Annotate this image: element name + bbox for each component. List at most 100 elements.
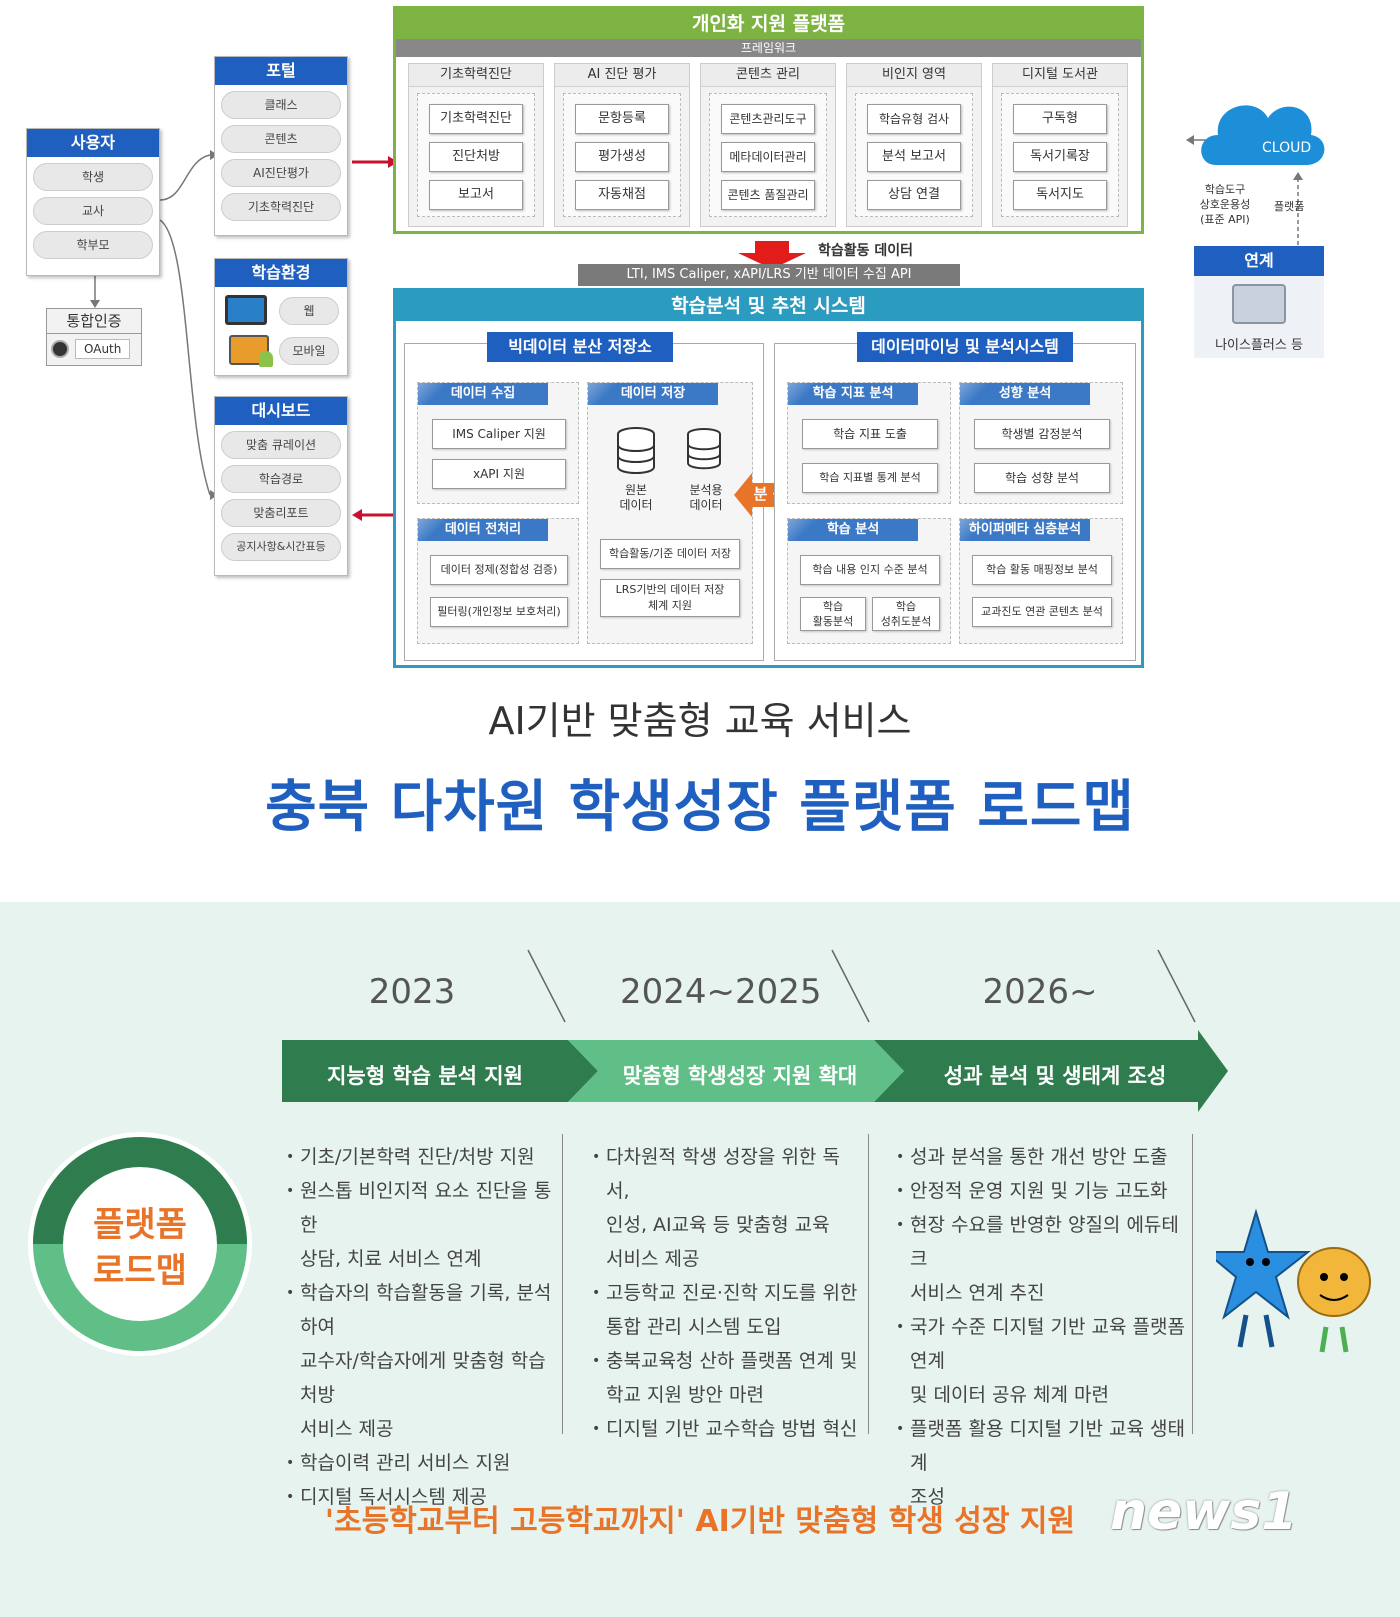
platform-item[interactable]: 문항등록 [575, 104, 669, 134]
roadmap-item-text: 다차원적 학생 성장을 위한 독서, 인성, AI교육 등 맞춤형 교육 서비스… [606, 1146, 840, 1270]
main-title: 충북 다차원 학생성장 플랫폼 로드맵 [265, 775, 1135, 840]
bullet-icon: • [286, 1285, 295, 1301]
bullet-icon: • [286, 1149, 295, 1165]
monitor-icon [225, 295, 267, 325]
roadmap-item: •디지털 기반 교수학습 방법 혁신 [592, 1412, 862, 1446]
roadmap-item: •원스톱 비인지적 요소 진단을 통한 상담, 치료 서비스 연계 [286, 1174, 556, 1276]
phase-2-label: 맞춤형 학생성장 지원 확대 [622, 1064, 858, 1088]
store-lrs: LRS기반의 데이터 저장 체계 지원 [600, 579, 740, 617]
dash-notice[interactable]: 공지사항&시간표등 [221, 533, 341, 561]
roadmap-item: •학습이력 관리 서비스 지원 [286, 1446, 556, 1480]
env-panel: 학습환경 웹 모바일 [214, 258, 348, 376]
phase-3-year: 2026~ [982, 972, 1098, 1012]
user-parent[interactable]: 학부모 [33, 231, 153, 259]
link-title: 연계 [1194, 246, 1324, 276]
index-stats: 학습 지표별 통계 분석 [802, 463, 938, 493]
oauth-icon [51, 340, 69, 358]
platform-item[interactable]: 학습유형 검사 [867, 104, 961, 134]
portal-basic-diag[interactable]: 기초학력진단 [221, 193, 341, 221]
cloud-label: CLOUD [1262, 140, 1312, 156]
learning-box: 학습 분석 학습 내용 인지 수준 분석 학습 활동분석 학습 성취도분석 [787, 518, 951, 644]
bullet-icon: • [896, 1149, 905, 1165]
bullet-icon: • [592, 1149, 601, 1165]
subtitle: AI기반 맞춤형 교육 서비스 [488, 699, 912, 743]
roadmap-circle-label: 플랫폼 로드맵 [93, 1205, 187, 1291]
learning-activity: 학습 활동분석 [800, 597, 866, 631]
platform-column-title: AI 진단 평가 [555, 64, 689, 87]
roadmap-item-text: 고등학교 진로·진학 지도를 위한 통합 관리 시스템 도입 [606, 1282, 858, 1338]
env-title: 학습환경 [215, 259, 347, 287]
oauth-button[interactable]: OAuth [75, 339, 131, 359]
dash-report[interactable]: 맞춤리포트 [221, 499, 341, 527]
platform-item[interactable]: 독서지도 [1013, 180, 1107, 210]
platform-item[interactable]: 콘텐츠 품질관리 [721, 180, 815, 210]
env-mobile[interactable]: 모바일 [279, 337, 339, 365]
env-web[interactable]: 웹 [279, 297, 339, 325]
bullet-icon: • [592, 1285, 601, 1301]
dash-curation[interactable]: 맞춤 큐레이션 [221, 431, 341, 459]
roadmap-item: •안정적 운영 지원 및 기능 고도화 [896, 1174, 1192, 1208]
api-bar: LTI, IMS Caliper, xAPI/LRS 기반 데이터 수집 API [578, 264, 960, 286]
platform-title: 개인화 지원 플랫폼 [396, 9, 1141, 39]
platform-item[interactable]: 메타데이터관리 [721, 142, 815, 172]
col-divider-3 [1192, 1134, 1193, 1434]
preprocess-box: 데이터 전처리 데이터 정제(정합성 검증) 필터링(개인정보 보호처리) [417, 518, 579, 644]
hyper-mapping: 학습 활동 매핑정보 분석 [972, 555, 1112, 585]
platform-item[interactable]: 독서기록장 [1013, 142, 1107, 172]
user-student[interactable]: 학생 [33, 163, 153, 191]
platform-item[interactable]: 구독형 [1013, 104, 1107, 134]
activity-data-label: 학습활동 데이터 [818, 243, 914, 259]
raw-db-icon [617, 427, 655, 474]
store-activity: 학습활동/기준 데이터 저장 [600, 539, 740, 569]
index-box: 학습 지표 분석 학습 지표 도출 학습 지표별 통계 분석 [787, 382, 951, 504]
portal-panel: 포털 클래스 콘텐츠 AI진단평가 기초학력진단 [214, 56, 348, 236]
bullet-icon: • [592, 1421, 601, 1437]
platform-item[interactable]: 보고서 [429, 180, 523, 210]
learning-title: 학습 분석 [788, 519, 918, 541]
bullet-icon: • [896, 1217, 905, 1233]
roadmap-circle [28, 1132, 252, 1356]
portal-class[interactable]: 클래스 [221, 91, 341, 119]
preprocess-clean: 데이터 정제(정합성 검증) [430, 555, 568, 585]
platform-item[interactable]: 상담 연결 [867, 180, 961, 210]
learning-cognition: 학습 내용 인지 수준 분석 [800, 555, 940, 585]
mining-section: 데이터마이닝 및 분석시스템 학습 지표 분석 학습 지표 도출 학습 지표별 … [774, 332, 1136, 661]
portal-title: 포털 [215, 57, 347, 85]
platform-column-title: 디지털 도서관 [993, 64, 1127, 87]
col-divider-2 [868, 1134, 869, 1434]
bigdata-section: 빅데이터 분산 저장소 데이터 수집 IMS Caliper 지원 xAPI 지… [404, 332, 764, 661]
portal-contents[interactable]: 콘텐츠 [221, 125, 341, 153]
hyper-contents: 교과진도 연관 콘텐츠 분석 [972, 597, 1112, 627]
roadmap-item: •학습자의 학습활동을 기록, 분석하여 교수자/학습자에게 맞춤형 학습처방 … [286, 1276, 556, 1446]
roadmap-item-text: 원스톱 비인지적 요소 진단을 통한 상담, 치료 서비스 연계 [300, 1180, 552, 1270]
collect-title: 데이터 수집 [418, 383, 548, 405]
platform-item[interactable]: 평가생성 [575, 142, 669, 172]
platform-item[interactable]: 자동채점 [575, 180, 669, 210]
hyper-box: 하이퍼메타 심층분석 학습 활동 매핑정보 분석 교과진도 연관 콘텐츠 분석 [959, 518, 1123, 644]
link-label: 나이스플러스 등 [1215, 338, 1303, 353]
roadmap-item-text: 디지털 독서시스템 제공 [300, 1486, 487, 1508]
dash-path[interactable]: 학습경로 [221, 465, 341, 493]
cloud-left-note: 학습도구 상호운용성 (표준 API) [1199, 183, 1251, 226]
platform-item[interactable]: 콘텐츠관리도구 [721, 104, 815, 134]
bullet-icon: • [896, 1319, 905, 1335]
portal-ai-eval[interactable]: AI진단평가 [221, 159, 341, 187]
roadmap-item: •성과 분석을 통한 개선 방안 도출 [896, 1140, 1192, 1174]
auth-panel: 통합인증 OAuth [46, 308, 142, 366]
tendency-emotion: 학생별 감정분석 [974, 419, 1110, 449]
android-icon [259, 351, 273, 367]
platform-item[interactable]: 분석 보고서 [867, 142, 961, 172]
platform-item[interactable]: 기초학력진단 [429, 104, 523, 134]
roadmap-footer: '초등학교부터 고등학교까지' AI기반 맞춤형 학생 성장 지원 [324, 1504, 1076, 1539]
user-teacher[interactable]: 교사 [33, 197, 153, 225]
collect-caliper: IMS Caliper 지원 [432, 419, 566, 449]
collect-xapi: xAPI 지원 [432, 459, 566, 489]
platform-item[interactable]: 진단처방 [429, 142, 523, 172]
roadmap-item: •현장 수요를 반영한 양질의 에듀테크 서비스 연계 추진 [896, 1208, 1192, 1310]
